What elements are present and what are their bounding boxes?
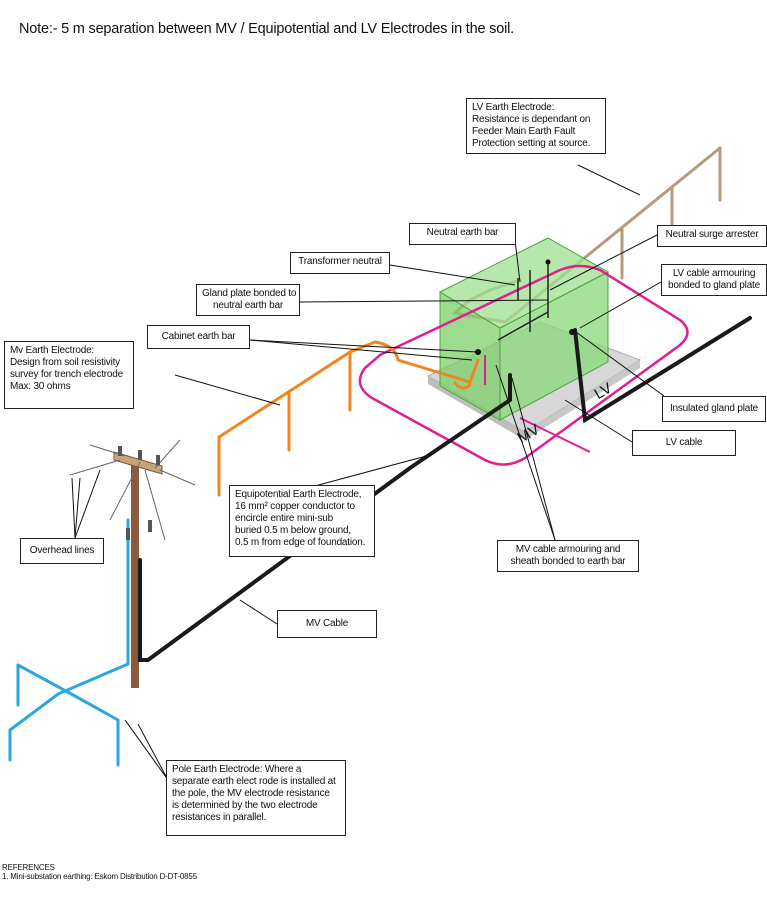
callout-line: LV cable: [665, 437, 703, 448]
callout-line: Equipotential Earth Electrode,: [235, 489, 362, 500]
mv-cable-line: [138, 373, 512, 662]
mv-earth-electrode: [217, 340, 480, 497]
reference-item: 1. Mini-substation earthing: Eskom Distr…: [2, 872, 197, 881]
references-heading: REFERENCES: [2, 863, 55, 872]
callout-line: the pole, the MV electrode resistance: [172, 788, 330, 799]
callout-line: is determined by the two electrode: [172, 800, 318, 811]
callout-line: Feeder Main Earth Fault: [472, 126, 576, 137]
pole-earth-electrode: [8, 518, 130, 767]
callout-line: 16 mm² copper conductor to: [235, 501, 355, 512]
callout-mv-cable: MV Cable: [277, 610, 377, 638]
callout-cabinet-earth-bar: Cabinet earth bar: [147, 325, 250, 349]
callout-line: 0.5 m from edge of foundation.: [235, 537, 366, 548]
callout-line: encircle entire mini-sub: [235, 513, 334, 524]
callout-lv-cable: LV cable: [632, 430, 736, 456]
separation-note: Note:- 5 m separation between MV / Equip…: [19, 21, 514, 37]
callout-line: Overhead lines: [29, 545, 95, 556]
callout-line: separate earth elect rode is installed a…: [172, 776, 336, 787]
callout-line: Mv Earth Electrode:: [10, 345, 95, 356]
callout-line: LV cable armouring: [672, 268, 756, 279]
equipotential-ring: [358, 264, 689, 466]
callout-line: sheath bonded to earth bar: [510, 556, 626, 567]
lv-cable-line: [573, 316, 752, 424]
callout-neutral-earth-bar: Neutral earth bar: [409, 223, 516, 245]
callout-pole-earth-electrode: Pole Earth Electrode: Where a separate e…: [166, 760, 346, 836]
callout-lv-earth-electrode: LV Earth Electrode: Resistance is depend…: [466, 98, 606, 154]
callout-line: Cabinet earth bar: [161, 331, 236, 342]
callout-line: Pole Earth Electrode: Where a: [172, 764, 302, 775]
callout-line: Protection setting at source.: [472, 138, 591, 149]
callout-line: Gland plate bonded to: [202, 288, 297, 299]
callout-line: Neutral earth bar: [426, 227, 499, 238]
callout-lv-cable-armouring: LV cable armouring bonded to gland plate: [661, 264, 767, 296]
overhead-pole: [69, 439, 196, 688]
callout-line: resistances in parallel.: [172, 812, 267, 823]
callout-line: LV Earth Electrode:: [472, 102, 555, 113]
callout-line: Resistance is dependant on: [472, 114, 591, 125]
callout-gland-plate-bonded: Gland plate bonded to neutral earth bar: [196, 284, 300, 316]
internal-dots: [475, 259, 575, 355]
callout-insulated-gland-plate: Insulated gland plate: [662, 396, 766, 422]
callout-transformer-neutral: Transformer neutral: [290, 252, 390, 274]
callout-line: Max: 30 ohms: [10, 381, 71, 392]
callout-line: buried 0.5 m below ground,: [235, 525, 351, 536]
callout-equipotential-earth-electrode: Equipotential Earth Electrode, 16 mm² co…: [229, 485, 375, 557]
callout-line: Insulated gland plate: [669, 403, 759, 414]
callout-line: MV Cable: [305, 618, 349, 629]
callout-line: Neutral surge arrester: [665, 229, 759, 240]
callout-line: bonded to gland plate: [668, 280, 760, 291]
callout-line: Design from soil resistivity: [10, 357, 120, 368]
callout-line: Transformer neutral: [298, 256, 382, 267]
equipotential-inner-links: [484, 355, 591, 453]
callout-overhead-lines: Overhead lines: [20, 538, 104, 564]
internal-bars: [497, 262, 549, 341]
callout-line: neutral earth bar: [213, 300, 283, 311]
callout-mv-earth-electrode: Mv Earth Electrode: Design from soil res…: [4, 341, 134, 409]
callout-line: survey for trench electrode: [10, 369, 123, 380]
callout-line: MV cable armouring and: [515, 544, 621, 555]
references: REFERENCES 1. Mini-substation earthing: …: [2, 863, 197, 881]
leader-lines: [71, 164, 665, 781]
callout-mv-cable-armouring: MV cable armouring and sheath bonded to …: [497, 540, 639, 572]
callout-neutral-surge-arrester: Neutral surge arrester: [657, 225, 767, 247]
